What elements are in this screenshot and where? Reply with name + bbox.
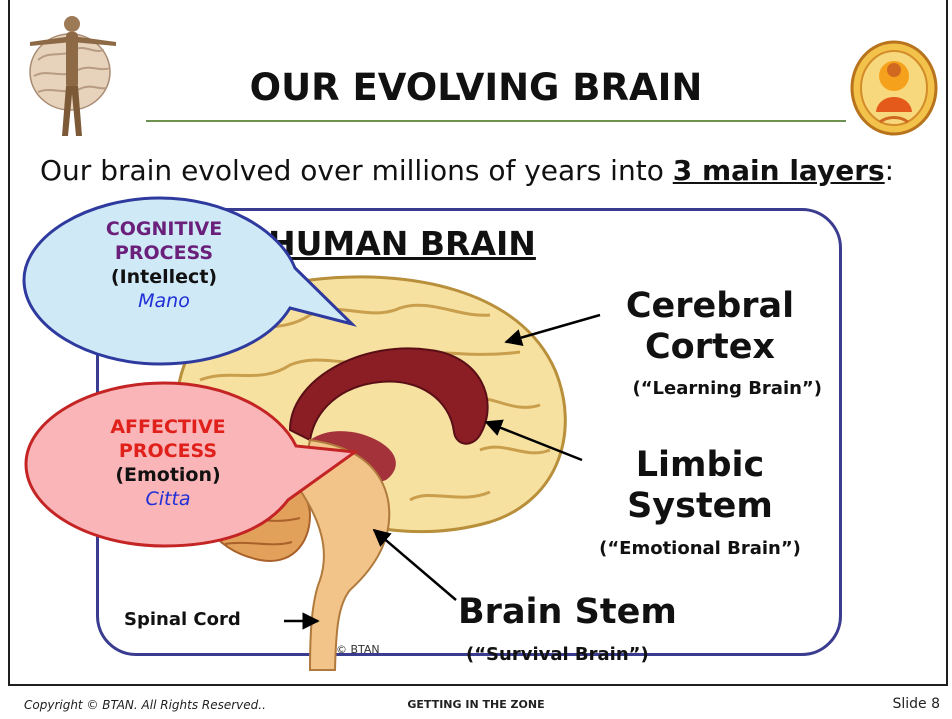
cortex-label-line1: Cerebral [600,286,820,327]
cognitive-heading: COGNITIVE [84,217,244,241]
cognitive-subheading: PROCESS [84,241,244,265]
copyright-watermark: © BTAN [336,643,380,656]
slide-number: Slide 8 [892,696,940,712]
brainstem-sublabel: (“Survival Brain”) [466,644,706,665]
affective-pali: Citta [88,487,248,511]
cortex-label: Cerebral Cortex [600,286,820,368]
brainstem-label: Brain Stem [458,592,728,633]
limbic-sublabel: (“Emotional Brain”) [580,538,820,559]
affective-heading: AFFECTIVE [88,415,248,439]
cognitive-bubble-text: COGNITIVE PROCESS (Intellect) Mano [84,217,244,313]
limbic-label: Limbic System [580,445,820,527]
cortex-sublabel: (“Learning Brain”) [592,378,822,399]
affective-bubble-text: AFFECTIVE PROCESS (Emotion) Citta [88,415,248,511]
limbic-label-line1: Limbic [580,445,820,486]
affective-subheading: PROCESS [88,439,248,463]
footer-title: GETTING IN THE ZONE [0,698,952,711]
cognitive-pali: Mano [84,289,244,313]
spinal-cord-label: Spinal Cord [124,609,241,630]
cognitive-english: (Intellect) [84,265,244,289]
limbic-label-line2: System [580,486,820,527]
affective-english: (Emotion) [88,463,248,487]
cortex-label-line2: Cortex [600,327,820,368]
